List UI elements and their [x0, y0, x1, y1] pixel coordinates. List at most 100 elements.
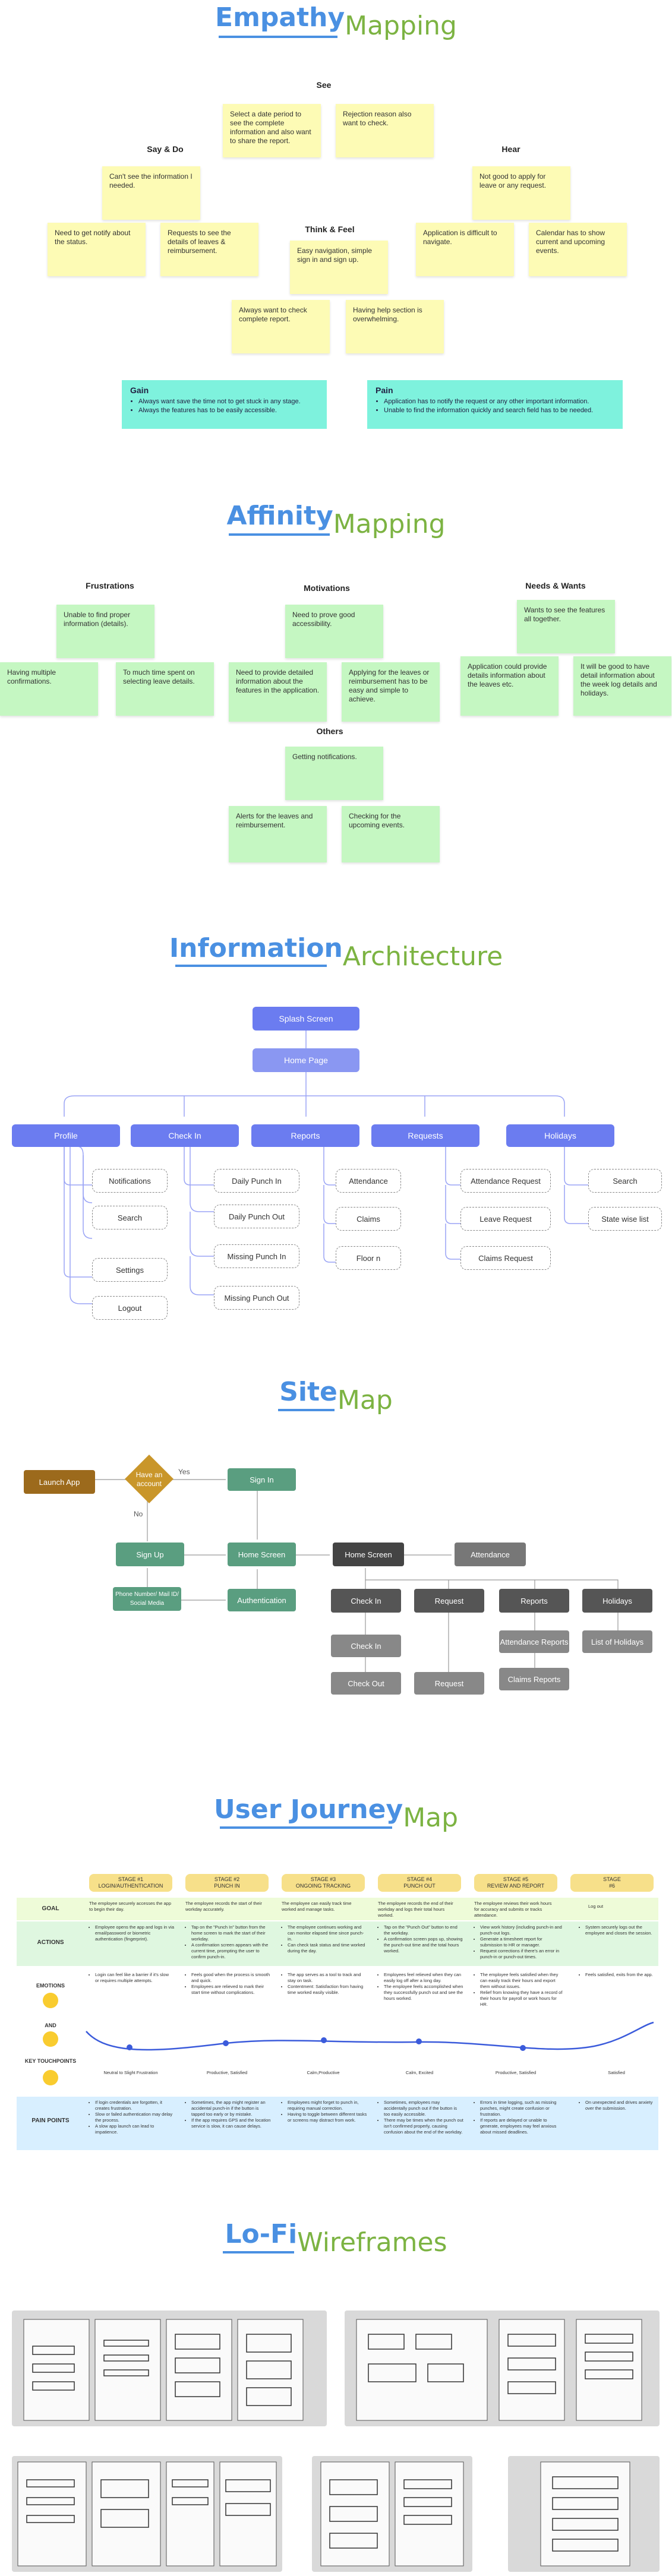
journey-title-word-1: User Journey	[213, 1794, 403, 1825]
sitemap-request-sub: Request	[414, 1672, 484, 1695]
wireframe-sketch-5	[508, 2456, 660, 2572]
journey-title-word-2: Map	[403, 1803, 459, 1833]
journey-pain-row-bg	[17, 2097, 658, 2150]
ia-reports-floor: Floor n	[336, 1246, 401, 1270]
affinity-title: AffinityMapping	[0, 501, 672, 538]
stage-num: STAGE #1	[118, 1876, 144, 1882]
journey-emotion-cell: Feels satisfied, exits from the app.	[579, 1972, 654, 1978]
journey-emotion-cell: The app serves as a tool to track and st…	[282, 1972, 368, 1996]
journey-pain-cell: Errors in time logging, such as missing …	[474, 2100, 563, 2135]
sticky-need-1: Wants to see the features all together.	[517, 600, 615, 653]
journey-pain-cell: Employees might forget to punch in, requ…	[282, 2100, 368, 2123]
journey-actions-cell: The employee continues working and can m…	[282, 1924, 368, 1954]
see-label: See	[316, 80, 332, 90]
sitemap-yes-label: Yes	[178, 1468, 190, 1476]
sitemap-sign-up: Sign Up	[116, 1543, 184, 1566]
empathy-title-word-2: Mapping	[345, 11, 457, 41]
sitemap-title-word-1: Site	[279, 1377, 337, 1407]
journey-pain-item: Sometimes, the app might register an acc…	[191, 2100, 272, 2117]
journey-pain-label: PAIN POINTS	[31, 2117, 70, 2124]
ia-title: InformationArchitecture	[0, 935, 672, 970]
sitemap-home-screen: Home Screen	[333, 1543, 404, 1566]
journey-goal-cell: The employee records the start of their …	[185, 1901, 262, 1912]
gain-title: Gain	[130, 385, 149, 395]
sticky-frustration-1: Unable to find proper information (detai…	[56, 605, 154, 658]
sticky-motivation-2: Need to provide detailed information abo…	[229, 662, 327, 722]
journey-curve-label: Productive, Satisfied	[495, 2070, 537, 2075]
wireframes-title: Lo-FiWireframes	[0, 2221, 672, 2256]
journey-goal-cell: Log out	[588, 1904, 604, 1909]
journey-curve-label: Productive, Satisfied	[206, 2070, 248, 2075]
sitemap-check-in: Check In	[331, 1589, 401, 1613]
ia-profile-logout: Logout	[92, 1296, 168, 1320]
journey-emotion-cell: Login can feel like a barrier if it's sl…	[89, 1972, 172, 1984]
journey-action-item: View work history (including punch-in an…	[480, 1924, 563, 1936]
neutral-face-icon	[43, 2031, 58, 2047]
journey-goal-cell: The employee reviews their work hours fo…	[474, 1901, 552, 1918]
journey-action-item: A confirmation screen appears with the c…	[191, 1942, 272, 1960]
sitemap-attendance: Attendance	[455, 1543, 526, 1566]
journey-actions-cell: Tap on the "Punch Out" button to end the…	[378, 1924, 464, 1954]
journey-action-item: Tap on the "Punch In" button from the ho…	[191, 1924, 272, 1942]
ia-requests-claims: Claims Request	[460, 1246, 551, 1270]
sticky-motivation-1: Need to prove good accessibility.	[285, 605, 383, 658]
empathy-title: EmpathyMapping	[0, 5, 672, 39]
stage-num: STAGE	[603, 1876, 621, 1882]
affinity-title-word-2: Mapping	[333, 509, 446, 539]
sticky-say-2: Need to get notify about the status.	[48, 223, 146, 276]
ia-profile-settings: Settings	[92, 1258, 168, 1282]
ia-holidays-state-list: State wise list	[588, 1207, 662, 1231]
sticky-hear-2: Application is difficult to navigate.	[416, 223, 514, 276]
affinity-title-word-1: Affinity	[226, 501, 333, 531]
journey-pain-cell: On unexpected and drives anxiety over th…	[579, 2100, 654, 2112]
gain-item: Always want save the time not to get stu…	[138, 397, 318, 406]
journey-curve-label: Neutral to Slight Frustration	[103, 2070, 158, 2075]
smile-face-icon	[43, 2070, 58, 2085]
sticky-other-1: Getting notifications.	[285, 747, 383, 800]
stage-num: STAGE #5	[503, 1876, 529, 1882]
pain-title: Pain	[376, 385, 393, 395]
wireframes-title-underline	[223, 2251, 294, 2253]
affinity-title-underline	[229, 533, 330, 536]
journey-pain-item: Sometimes, employees may accidentally pu…	[384, 2100, 464, 2117]
hear-label: Hear	[501, 144, 520, 154]
journey-emotion-item: Relief from knowing they have a record o…	[480, 1990, 563, 2008]
sticky-think-1: Easy navigation, simple sign in and sign…	[290, 241, 388, 294]
sitemap-home-screen-green: Home Screen	[228, 1543, 296, 1566]
journey-emotion-cell: Employees feel relieved when they can ea…	[378, 1972, 464, 2002]
journey-emotion-cell: The employee feels satisfied when they c…	[474, 1972, 563, 2008]
journey-pain-cell: Sometimes, employees may accidentally pu…	[378, 2100, 464, 2135]
sitemap-no-label: No	[134, 1510, 143, 1518]
sitemap-list-holidays: List of Holidays	[582, 1630, 652, 1653]
sticky-think-2: Always want to check complete report.	[232, 300, 330, 353]
empathy-title-underline	[219, 36, 337, 38]
journey-curve-label: Satisfied	[608, 2070, 625, 2075]
sitemap-phone-mail: Phone Number/ Mail ID/ Social Media	[113, 1587, 181, 1611]
sitemap-have-account: Have an account	[135, 1471, 163, 1488]
ia-splash-screen: Splash Screen	[253, 1007, 359, 1031]
journey-action-item: A confirmation screen pops up, showing t…	[384, 1936, 464, 1954]
journey-pain-item: If the app requires GPS and the location…	[191, 2117, 272, 2129]
journey-emotion-item: Feels good when the process is smooth an…	[191, 1972, 272, 1984]
ia-requests: Requests	[371, 1124, 479, 1147]
ia-title-word-2: Architecture	[342, 941, 503, 972]
curve-point-1	[127, 2044, 132, 2050]
journey-actions-cell: View work history (including punch-in an…	[474, 1924, 563, 1960]
sitemap-holidays: Holidays	[582, 1589, 652, 1613]
stage-name: REVIEW AND REPORT	[487, 1883, 545, 1889]
ia-profile-search: Search	[92, 1206, 168, 1229]
pain-item: Unable to find the information quickly a…	[384, 406, 614, 415]
sitemap-check-out: Check Out	[331, 1672, 401, 1695]
ia-checkin-missing-punch-in: Missing Punch In	[214, 1244, 299, 1268]
stage-num: STAGE #2	[214, 1876, 240, 1882]
think-feel-label: Think & Feel	[305, 225, 355, 234]
journey-touchpoints-label: KEY TOUCHPOINTS	[24, 2058, 77, 2064]
journey-goal-row-bg	[17, 1898, 658, 1920]
stage-name: PUNCH OUT	[403, 1883, 436, 1889]
curve-point-5	[520, 2045, 526, 2051]
ia-requests-attendance: Attendance Request	[460, 1169, 551, 1193]
journey-action-item: Generate a timesheet report for submissi…	[480, 1936, 563, 1948]
wireframe-sketch-2	[345, 2311, 660, 2426]
